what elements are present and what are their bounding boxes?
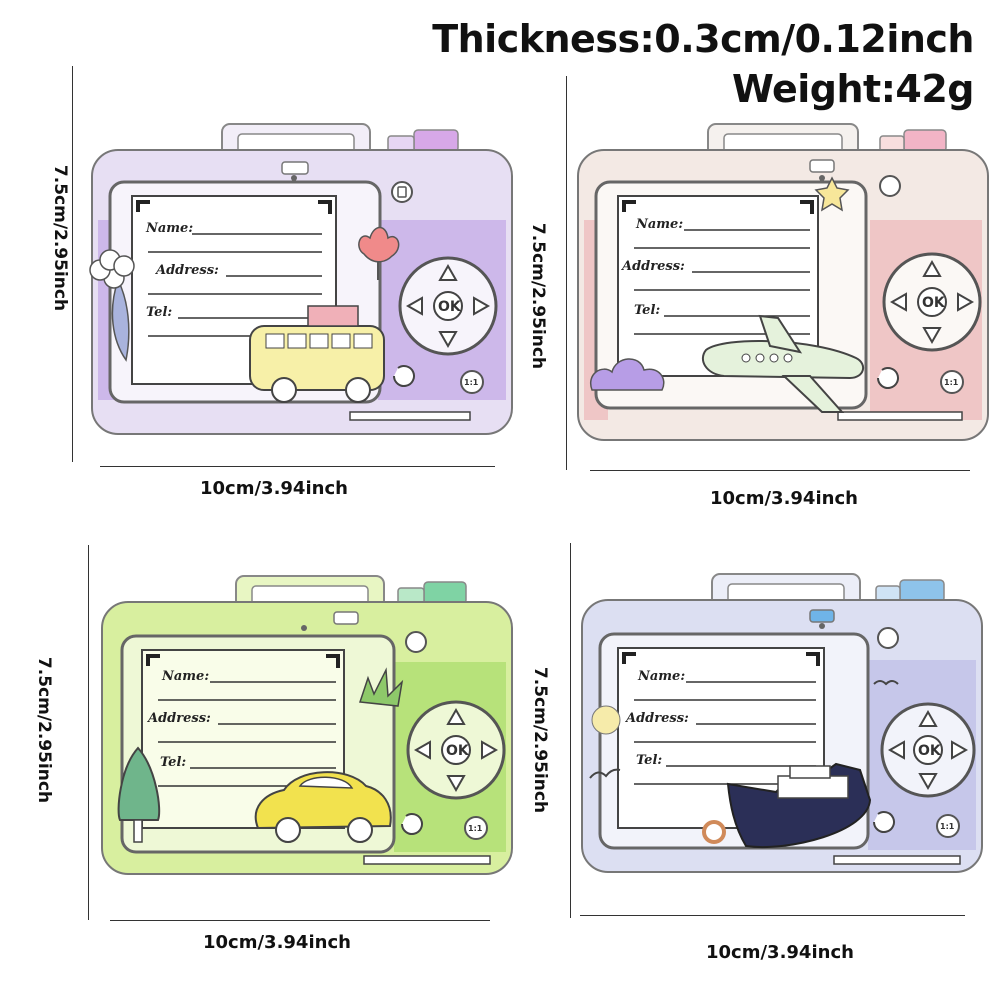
height-label-2: 7.5cm/2.95inch: [528, 222, 548, 370]
width-line-2: [590, 470, 970, 471]
height-line-2: [566, 76, 567, 470]
ok-button-text: OK: [438, 299, 462, 315]
tulip-decoration: [358, 226, 400, 280]
ship-decoration: [702, 762, 872, 848]
name-field-label: Name:: [635, 217, 683, 232]
ok-button-text: OK: [918, 743, 942, 759]
camper-van-decoration: [249, 305, 385, 403]
width-line-3: [110, 920, 490, 921]
height-label-1: 7.5cm/2.95inch: [50, 164, 70, 312]
ratio-button-text: 1:1: [940, 822, 955, 831]
ratio-button-text: 1:1: [464, 378, 479, 387]
tel-field-label: Tel:: [636, 753, 662, 768]
luggage-tag-pink: Name: Address: Tel: OK 1:1: [574, 120, 994, 450]
yellow-car-decoration: [254, 771, 392, 843]
tel-field-label: Tel:: [634, 303, 660, 318]
weight-text: Weight:42g: [731, 67, 975, 111]
height-line-1: [72, 66, 73, 462]
ok-button-text: OK: [446, 743, 470, 759]
address-field-label: Address:: [624, 711, 689, 726]
width-label-4: 10cm/3.94inch: [706, 942, 854, 963]
ratio-button-text: 1:1: [944, 378, 959, 387]
luggage-tag-blue: Name: Address: Tel: OK 1:1: [578, 570, 988, 880]
name-field-label: Name:: [145, 221, 193, 236]
ratio-button-text: 1:1: [468, 824, 483, 833]
grass-decoration: [358, 667, 404, 707]
ok-button-text: OK: [922, 295, 946, 311]
sun-decoration: [591, 705, 621, 735]
flower-decoration: [89, 249, 135, 362]
width-line-1: [100, 466, 495, 467]
address-field-label: Address:: [154, 263, 219, 278]
bird-decoration-2: [589, 768, 621, 779]
height-line-4: [570, 543, 571, 918]
height-label-4: 7.5cm/2.95inch: [530, 666, 550, 814]
address-field-label: Address:: [620, 259, 685, 274]
width-label-2: 10cm/3.94inch: [710, 488, 858, 509]
tel-field-label: Tel:: [146, 305, 172, 320]
address-field-label: Address:: [146, 711, 211, 726]
thickness-text: Thickness:0.3cm/0.12inch: [432, 17, 974, 61]
height-line-3: [88, 545, 89, 920]
tel-field-label: Tel:: [160, 755, 186, 770]
luggage-tag-green: Name: Address: Tel: OK 1:1: [98, 572, 518, 882]
name-field-label: Name:: [161, 669, 209, 684]
star-decoration: [814, 176, 850, 212]
airplane-decoration: [701, 314, 865, 413]
bird-decoration: [873, 680, 899, 686]
luggage-tag-purple: Name: Address: Tel: OK 1:1: [88, 120, 518, 440]
width-line-4: [580, 915, 965, 916]
width-label-3: 10cm/3.94inch: [203, 932, 351, 953]
specs-header: Thickness:0.3cm/0.12inch Weight:42g: [432, 14, 974, 114]
tree-decoration: [117, 746, 161, 843]
cloud-decoration: [589, 358, 665, 391]
height-label-3: 7.5cm/2.95inch: [34, 656, 54, 804]
width-label-1: 10cm/3.94inch: [200, 478, 348, 499]
name-field-label: Name:: [637, 669, 685, 684]
